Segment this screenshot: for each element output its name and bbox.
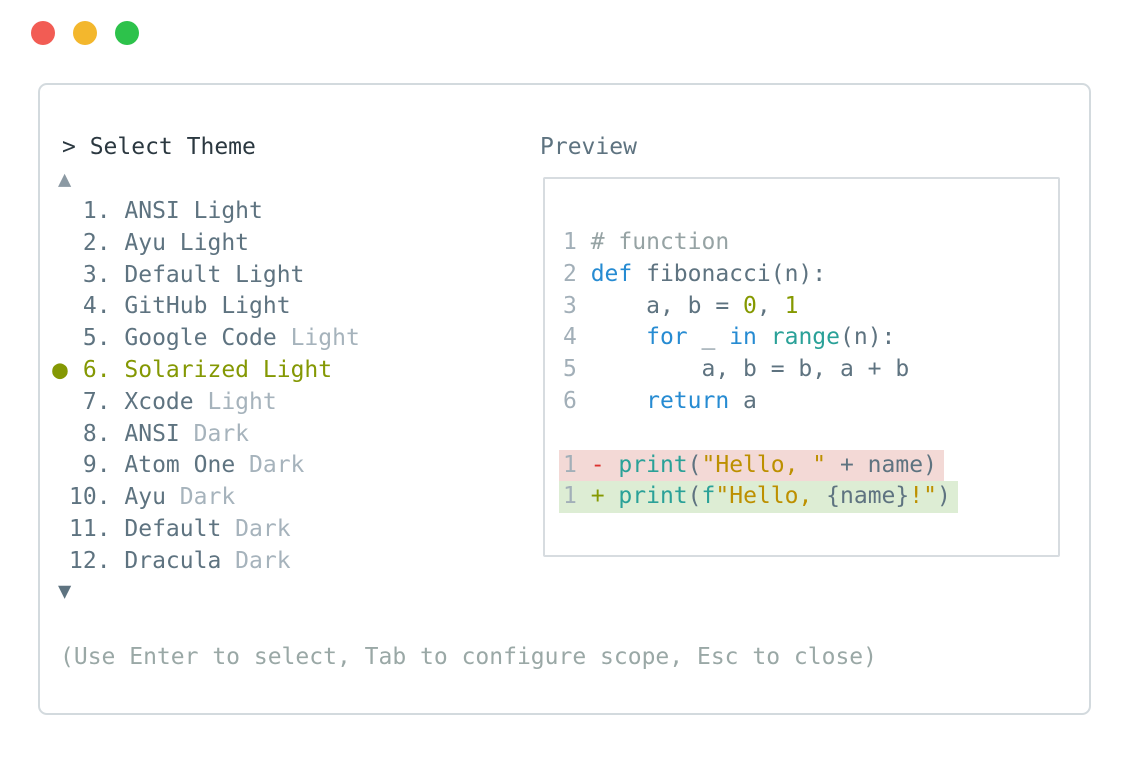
- scroll-down-icon[interactable]: ▼: [58, 579, 72, 604]
- theme-option-label: 7. Xcode Light: [69, 388, 277, 415]
- theme-option-google-code-light[interactable]: 5. Google Code Light: [40, 323, 540, 355]
- scroll-up-icon[interactable]: ▲: [58, 167, 72, 192]
- diff-line-removed: 1 - print("Hello, " + name): [559, 449, 944, 482]
- preview-code: 1 # function 2 def fibonacci(n): 3 a, b = …: [559, 227, 1058, 514]
- line-number: 5: [563, 356, 591, 383]
- line-number: 1: [563, 451, 591, 478]
- line-number: 6: [563, 387, 591, 414]
- preview-box: 1 # function 2 def fibonacci(n): 3 a, b = …: [543, 177, 1060, 557]
- theme-option-ayu-light[interactable]: 2. Ayu Light: [40, 228, 540, 260]
- theme-option-solarized-light[interactable]: ● 6. Solarized Light: [40, 355, 540, 387]
- theme-option-ansi-dark[interactable]: 8. ANSI Dark: [40, 419, 540, 451]
- theme-option-label: 8. ANSI Dark: [69, 420, 250, 447]
- theme-variant-label: Dark: [249, 452, 305, 479]
- blank-line: [563, 418, 1058, 450]
- preview-label: Preview: [540, 134, 637, 160]
- minimize-button[interactable]: [73, 21, 97, 45]
- theme-option-ansi-light[interactable]: 1. ANSI Light: [40, 196, 540, 228]
- theme-variant-label: Dark: [235, 515, 291, 542]
- theme-variant-label: Light: [290, 325, 360, 352]
- theme-option-github-light[interactable]: 4. GitHub Light: [40, 291, 540, 323]
- code-line: 5 a, b = b, a + b: [563, 356, 910, 383]
- line-number: 1: [563, 483, 591, 510]
- theme-option-label: 6. Solarized Light: [69, 356, 333, 383]
- theme-option-label: 3. Default Light: [69, 261, 305, 288]
- code-line: 4 for _ in range(n):: [563, 324, 896, 351]
- code-line: 1 # function: [563, 229, 730, 255]
- help-text: (Use Enter to select, Tab to configure s…: [60, 644, 877, 670]
- theme-variant-label: Light: [235, 261, 305, 288]
- theme-option-label: 10. Ayu Dark: [69, 484, 236, 511]
- theme-variant-label: Dark: [235, 547, 291, 574]
- theme-option-label: 12. Dracula Dark: [69, 547, 291, 574]
- theme-option-label: 9. Atom One Dark: [69, 452, 305, 479]
- theme-variant-label: Dark: [179, 484, 236, 511]
- zoom-button[interactable]: [115, 21, 139, 45]
- selected-bullet-icon: ●: [52, 354, 68, 385]
- theme-option-label: 1. ANSI Light: [69, 198, 263, 224]
- theme-variant-label: Light: [193, 198, 263, 224]
- theme-variant-label: Light: [262, 356, 333, 383]
- theme-option-default-dark[interactable]: 11. Default Dark: [40, 514, 540, 546]
- line-number: 2: [563, 260, 591, 287]
- code-line: 2 def fibonacci(n):: [563, 260, 827, 287]
- theme-variant-label: Light: [179, 229, 250, 256]
- select-theme-prompt: > Select Theme: [62, 134, 256, 160]
- theme-option-default-light[interactable]: 3. Default Light: [40, 260, 540, 292]
- theme-option-label: 5. Google Code Light: [69, 325, 360, 352]
- line-number: 4: [563, 324, 591, 351]
- theme-variant-label: Light: [221, 293, 291, 320]
- theme-option-atom-one-dark[interactable]: 9. Atom One Dark: [40, 450, 540, 482]
- code-line: 3 a, b = 0, 1: [563, 292, 799, 319]
- diff-line-added: 1 + print(f"Hello, {name}!"): [559, 481, 958, 514]
- theme-option-label: 11. Default Dark: [69, 515, 291, 542]
- theme-option-label: 4. GitHub Light: [69, 293, 291, 320]
- line-number: 1: [563, 229, 591, 255]
- theme-option-dracula-dark[interactable]: 12. Dracula Dark: [40, 546, 540, 578]
- code-line: 6 return a: [563, 387, 757, 414]
- theme-selector-panel: > Select Theme ▲ 1. ANSI Light 2. Ayu Li…: [38, 83, 1091, 715]
- theme-variant-label: Dark: [193, 420, 250, 447]
- theme-option-xcode-light[interactable]: 7. Xcode Light: [40, 387, 540, 419]
- theme-list: 1. ANSI Light 2. Ayu Light 3. Default Li…: [40, 196, 540, 578]
- close-button[interactable]: [31, 21, 55, 45]
- theme-option-label: 2. Ayu Light: [69, 229, 250, 256]
- line-number: 3: [563, 292, 591, 319]
- theme-option-ayu-dark[interactable]: 10. Ayu Dark: [40, 482, 540, 514]
- theme-variant-label: Light: [207, 388, 277, 415]
